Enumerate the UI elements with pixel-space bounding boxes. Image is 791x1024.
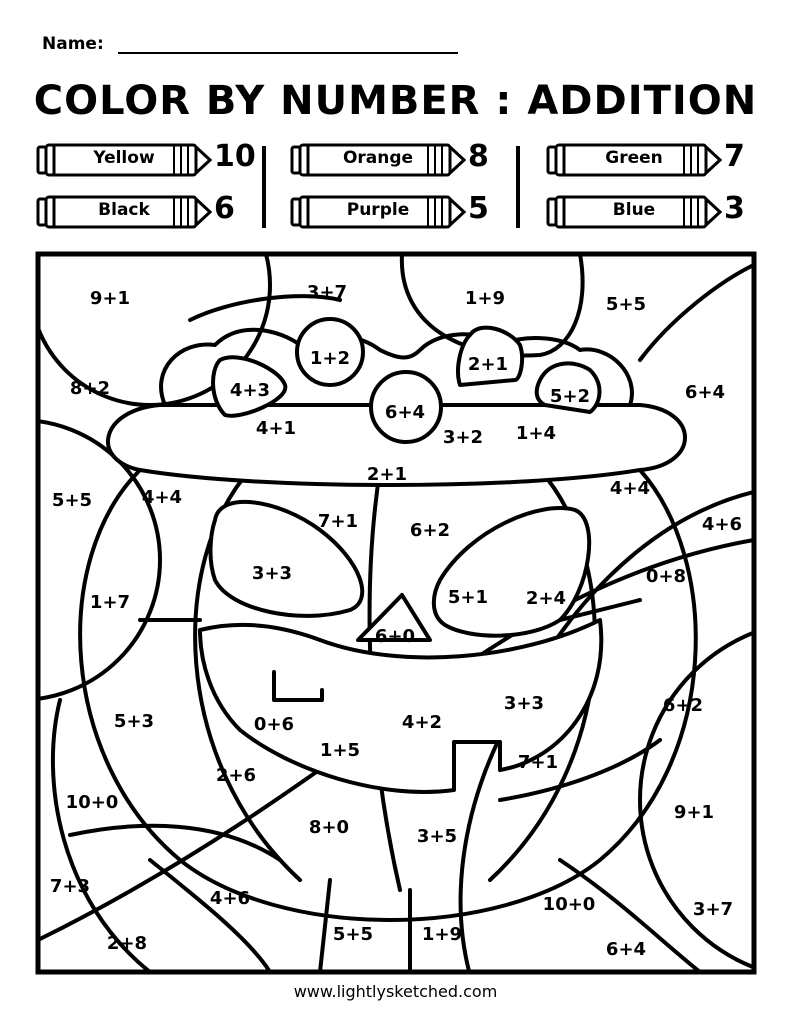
problem-label: 6+4 [385, 402, 425, 423]
problem-label: 4+6 [210, 888, 250, 909]
problem-label: 6+4 [685, 382, 725, 403]
crayon-icon [546, 143, 722, 177]
problem-label: 1+9 [465, 288, 505, 309]
problem-label: 2+8 [107, 933, 147, 954]
key-number: 6 [214, 191, 235, 226]
problem-label: 10+0 [543, 894, 596, 915]
problem-label: 4+4 [610, 478, 650, 499]
name-line[interactable] [118, 52, 458, 54]
key-number: 3 [724, 191, 745, 226]
crayon-icon [290, 143, 466, 177]
problem-label: 1+9 [422, 924, 462, 945]
key-label: Green [605, 148, 663, 168]
problem-label: 6+2 [663, 695, 703, 716]
key-divider [516, 146, 520, 228]
crayon-icon [290, 195, 466, 229]
problem-label: 6+2 [410, 520, 450, 541]
problem-label: 5+3 [114, 711, 154, 732]
name-label: Name: [42, 34, 104, 54]
problem-label: 3+5 [417, 826, 457, 847]
problem-label: 0+6 [254, 714, 294, 735]
crayon-icon [546, 195, 722, 229]
problem-label: 5+5 [52, 490, 92, 511]
crayon-icon [36, 195, 212, 229]
problem-label: 4+6 [702, 514, 742, 535]
problem-label: 3+3 [504, 693, 544, 714]
problem-label: 6+4 [606, 939, 646, 960]
problem-label: 3+7 [307, 282, 347, 303]
key-purple: Purple 5 [290, 191, 520, 232]
problem-label: 7+3 [50, 876, 90, 897]
key-number: 7 [724, 139, 745, 174]
key-label: Yellow [93, 148, 155, 168]
problem-label: 10+0 [66, 792, 119, 813]
page-title: COLOR BY NUMBER : ADDITION [33, 78, 758, 124]
problem-label: 4+3 [230, 380, 270, 401]
problem-label: 0+8 [646, 566, 686, 587]
problem-label: 8+2 [70, 378, 110, 399]
problem-label: 3+2 [443, 427, 483, 448]
key-divider [262, 146, 266, 228]
key-label: Black [98, 200, 150, 220]
crayon-icon [36, 143, 212, 177]
problem-label: 6+0 [375, 626, 415, 647]
problem-label: 2+1 [468, 354, 508, 375]
problem-label: 5+5 [606, 294, 646, 315]
problem-label: 4+2 [402, 712, 442, 733]
key-label: Blue [612, 200, 656, 220]
problem-label: 9+1 [674, 802, 714, 823]
problem-label: 2+4 [526, 588, 566, 609]
key-yellow: Yellow 10 [36, 139, 266, 180]
problem-label: 2+6 [216, 765, 256, 786]
problem-label: 1+7 [90, 592, 130, 613]
key-label: Orange [342, 148, 414, 168]
key-number: 10 [214, 139, 256, 174]
problem-label: 1+5 [320, 740, 360, 761]
problem-label: 5+1 [448, 587, 488, 608]
problem-label: 2+1 [367, 464, 407, 485]
key-number: 8 [468, 139, 489, 174]
key-green: Green 7 [546, 139, 776, 180]
problem-label: 7+1 [318, 511, 358, 532]
problem-label: 3+7 [693, 899, 733, 920]
key-black: Black 6 [36, 191, 266, 232]
problem-label: 7+1 [518, 752, 558, 773]
problem-label: 4+1 [256, 418, 296, 439]
problem-label: 1+4 [516, 423, 556, 444]
footer-website: www.lightlysketched.com [293, 982, 498, 1001]
problem-label: 9+1 [90, 288, 130, 309]
key-blue: Blue 3 [546, 191, 776, 232]
key-orange: Orange 8 [290, 139, 520, 180]
problem-label: 5+5 [333, 924, 373, 945]
problem-label: 1+2 [310, 348, 350, 369]
problem-label: 3+3 [252, 563, 292, 584]
problem-label: 4+4 [142, 487, 182, 508]
key-number: 5 [468, 191, 489, 226]
key-label: Purple [346, 200, 410, 220]
problem-label: 8+0 [309, 817, 349, 838]
problem-label: 5+2 [550, 386, 590, 407]
